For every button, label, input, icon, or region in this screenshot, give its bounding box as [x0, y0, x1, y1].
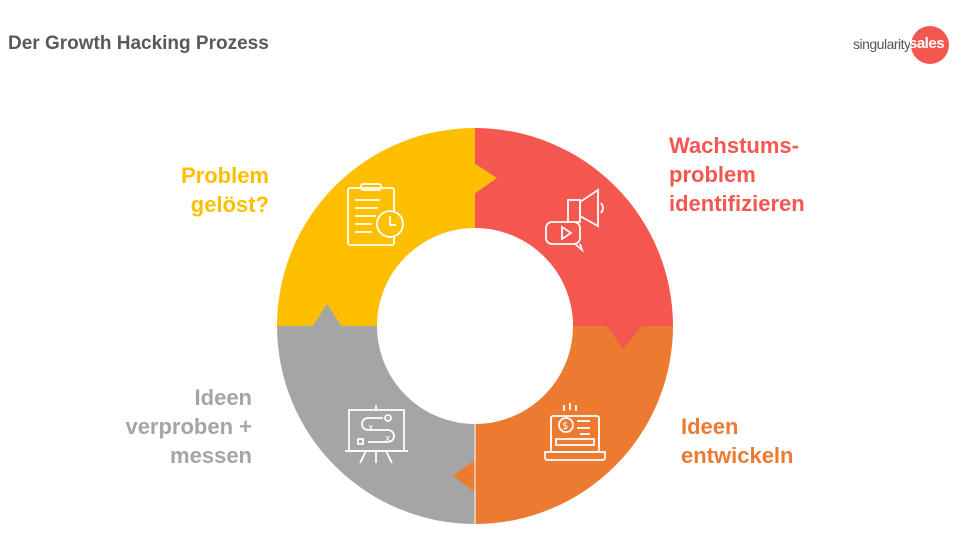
step-label-ideen-entwickeln: Ideen entwickeln	[681, 412, 793, 470]
megaphone-video-icon	[545, 188, 604, 253]
logo-text-sales: sales	[909, 35, 945, 52]
clipboard-clock-icon	[347, 183, 404, 246]
step-label-problem-geloest: Problem gelöst?	[181, 161, 269, 219]
logo-circle	[911, 26, 949, 64]
arrow-orange-to-gray	[453, 459, 476, 493]
page-title: Der Growth Hacking Prozess	[8, 33, 269, 54]
label-line: messen	[170, 443, 252, 468]
laptop-dollar-icon: $	[544, 403, 606, 461]
segment-problem-geloest	[277, 128, 475, 326]
label-line: identifizieren	[669, 191, 805, 216]
label-line: Ideen	[194, 385, 252, 410]
segment-ideen-entwickeln	[475, 326, 673, 524]
arrow-red-to-orange	[606, 325, 643, 349]
step-label-wachstumsproblem: Wachstums- problem identifizieren	[669, 131, 805, 218]
label-line: Wachstums-	[669, 133, 799, 158]
label-line: entwickeln	[681, 443, 794, 468]
label-line: gelöst?	[190, 192, 269, 217]
label-line: Ideen	[681, 414, 739, 439]
svg-text:x: x	[385, 434, 391, 444]
step-label-ideen-verproben: Ideen verproben + messen	[125, 383, 252, 470]
label-line: problem	[669, 162, 756, 187]
arrow-gray-to-yellow	[312, 304, 342, 327]
strategy-board-icon: x x	[345, 405, 408, 464]
svg-text:$: $	[562, 421, 568, 432]
segment-ideen-verproben	[277, 326, 475, 524]
arrow-yellow-to-red	[474, 163, 497, 194]
label-line: verproben +	[125, 414, 252, 439]
svg-text:x: x	[368, 423, 374, 433]
label-line: Problem	[180, 163, 269, 188]
singularity-sales-logo: singularity sales	[853, 26, 953, 64]
logo-text: singularity	[853, 36, 911, 52]
